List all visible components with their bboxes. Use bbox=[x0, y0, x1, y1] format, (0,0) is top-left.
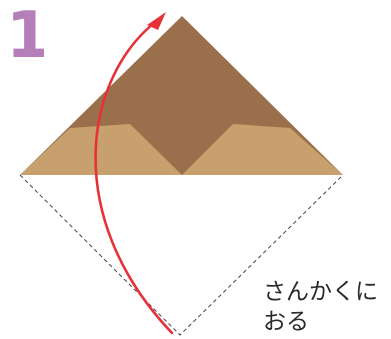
instruction-line-1: さんかくに bbox=[263, 279, 378, 305]
dashed-fold-outline bbox=[19, 174, 344, 336]
fold-instruction: さんかくに おる bbox=[263, 277, 391, 337]
folded-triangle-front bbox=[20, 124, 343, 175]
instruction-line-2: おる bbox=[263, 309, 309, 335]
curved-arrow-up-icon bbox=[94, 12, 174, 335]
step-number: 1 bbox=[6, 6, 44, 66]
